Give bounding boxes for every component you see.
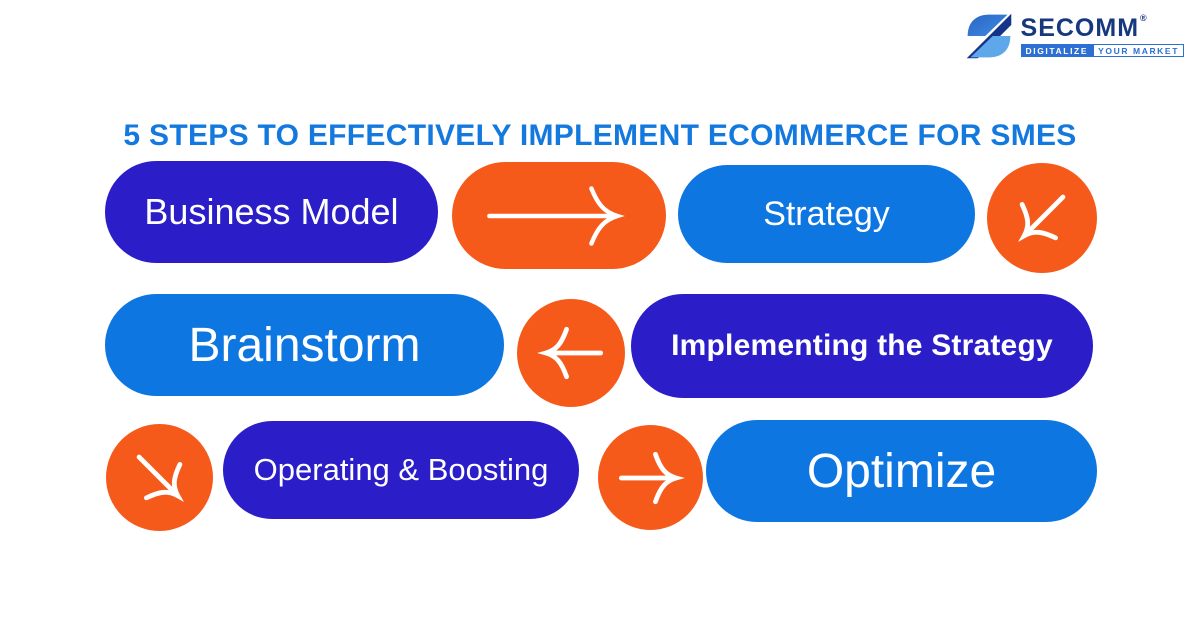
brand-tagline: DIGITALIZE YOUR MARKET xyxy=(1020,44,1184,57)
registered-trademark: ® xyxy=(1140,13,1147,23)
step-label-brainstorm: Brainstorm xyxy=(188,318,421,372)
down-left-arrow-icon xyxy=(1018,194,1066,242)
tagline-digitalize: DIGITALIZE xyxy=(1020,44,1094,57)
secomm-logo: SECOMM ® DIGITALIZE YOUR MARKET xyxy=(963,10,1184,62)
page-title: 5 STEPS TO EFFECTIVELY IMPLEMENT ECOMMER… xyxy=(123,119,1077,153)
arrow-pill-right xyxy=(452,162,666,269)
brand-name: SECOMM xyxy=(1020,14,1140,42)
step-pill-business-model: Business Model xyxy=(105,161,438,263)
step-pill-strategy: Strategy xyxy=(678,165,975,263)
step-pill-operating-boosting: Operating & Boosting xyxy=(223,421,579,519)
right-arrow-icon xyxy=(487,185,625,246)
step-pill-optimize: Optimize xyxy=(706,420,1097,522)
step-label-optimize: Optimize xyxy=(806,444,997,498)
tagline-your-market: YOUR MARKET xyxy=(1093,44,1184,57)
step-pill-brainstorm: Brainstorm xyxy=(105,294,504,396)
secomm-logo-icon xyxy=(966,13,1011,59)
arrow-circle-right xyxy=(598,425,703,530)
step-label-strategy: Strategy xyxy=(763,194,890,233)
down-right-arrow-icon xyxy=(136,454,184,502)
left-arrow-icon xyxy=(537,326,604,380)
step-label-business-model: Business Model xyxy=(144,191,399,232)
step-pill-implementing-the-strategy: Implementing the Strategy xyxy=(631,294,1093,398)
right-arrow-icon xyxy=(618,451,685,504)
step-label-operating-boosting: Operating & Boosting xyxy=(253,452,549,487)
arrow-circle-down-left xyxy=(987,163,1097,273)
arrow-circle-left xyxy=(517,299,625,407)
arrow-circle-down-right xyxy=(106,424,213,531)
secomm-logo-text: SECOMM ® DIGITALIZE YOUR MARKET xyxy=(1020,10,1184,57)
step-label-implementing-the-strategy: Implementing the Strategy xyxy=(671,329,1053,362)
